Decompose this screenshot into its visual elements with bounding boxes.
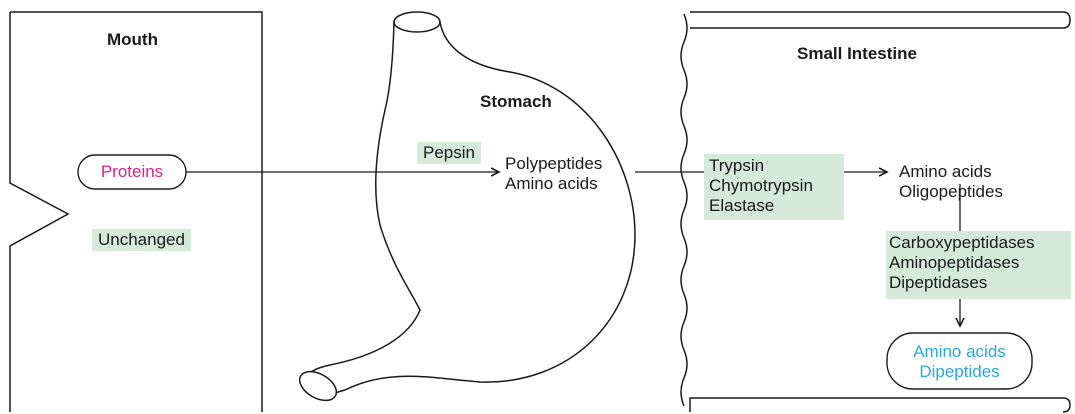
product-polypeptides: Polypeptides [505,154,602,174]
enzyme-elastase: Elastase [709,196,839,216]
enzyme-trypsin: Trypsin [709,156,839,176]
intestine-products: Amino acids Oligopeptides [899,162,1003,202]
final-dipeptides: Dipeptides [887,362,1032,382]
enzyme-aminopeptidases: Aminopeptidases [889,253,1068,273]
final-amino-acids: Amino acids [887,342,1032,362]
product-amino-acids-2: Amino acids [899,162,1003,182]
stomach-title: Stomach [480,92,552,112]
product-amino-acids: Amino acids [505,174,602,194]
enzyme-dipeptidases: Dipeptidases [889,273,1068,293]
proteins-label: Proteins [78,162,186,182]
brush-border-enzymes-box: Carboxypeptidases Aminopeptidases Dipept… [886,231,1071,299]
mouth-title: Mouth [107,30,158,50]
pepsin-label: Pepsin [417,142,481,164]
stomach-products: Polypeptides Amino acids [505,154,602,194]
unchanged-label: Unchanged [92,229,191,251]
stomach-outline [295,12,635,406]
small-intestine-title: Small Intestine [797,44,917,64]
product-oligopeptides: Oligopeptides [899,182,1003,202]
enzyme-chymotrypsin: Chymotrypsin [709,176,839,196]
enzyme-carboxypeptidases: Carboxypeptidases [889,233,1068,253]
mouth-outline [10,12,262,412]
final-products-label: Amino acids Dipeptides [887,342,1032,382]
pancreatic-enzymes-box: Trypsin Chymotrypsin Elastase [704,154,844,220]
